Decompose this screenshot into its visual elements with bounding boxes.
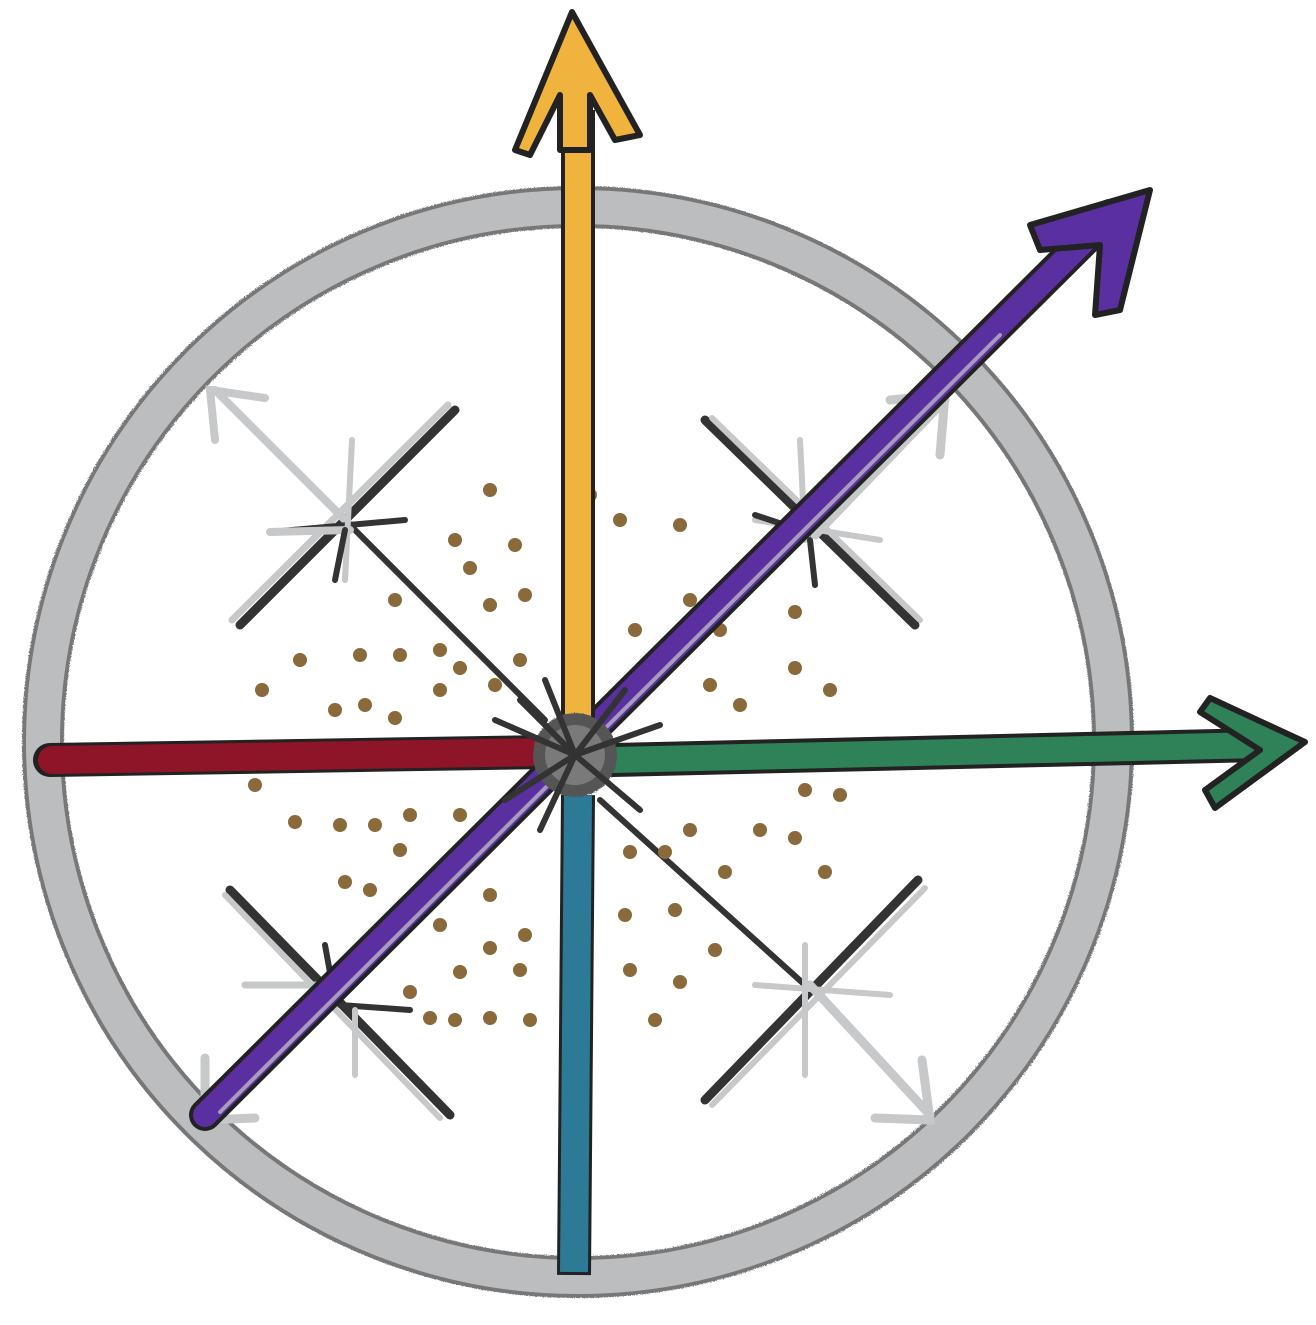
- dot: [293, 653, 307, 667]
- dot: [788, 661, 802, 675]
- dot: [483, 483, 497, 497]
- dot: [623, 845, 637, 859]
- dot: [618, 908, 632, 922]
- dot: [483, 888, 497, 902]
- dot: [823, 683, 837, 697]
- dot: [433, 918, 447, 932]
- dot: [255, 683, 269, 697]
- dot: [393, 843, 407, 857]
- up-arrowhead: [515, 12, 640, 155]
- left-bar-fill: [52, 752, 546, 760]
- dot: [363, 883, 377, 897]
- dot: [753, 823, 767, 837]
- dot: [708, 943, 722, 957]
- dot: [668, 903, 682, 917]
- dot: [368, 818, 382, 832]
- dot: [513, 653, 527, 667]
- dot: [483, 598, 497, 612]
- dot: [333, 818, 347, 832]
- dot: [433, 643, 447, 657]
- silver-line: [270, 530, 350, 532]
- dot: [733, 698, 747, 712]
- left-bar: [50, 752, 548, 760]
- dot: [448, 1013, 462, 1027]
- dot: [403, 985, 417, 999]
- down-bar: [574, 795, 578, 1275]
- right-arrow-icon: [612, 698, 1305, 808]
- diagonal-arrow-shaft: [205, 215, 1110, 1115]
- dark-line: [600, 800, 805, 985]
- dot: [358, 698, 372, 712]
- dot: [798, 783, 812, 797]
- dot: [513, 963, 527, 977]
- dot: [463, 561, 477, 575]
- down-bar-fill: [574, 795, 578, 1272]
- dot: [788, 831, 802, 845]
- star-burst-lower-right: [600, 800, 930, 1120]
- star-burst-upper-left: [210, 390, 545, 720]
- dot: [448, 533, 462, 547]
- dot: [488, 678, 502, 692]
- dark-line: [810, 540, 815, 585]
- dot: [523, 1013, 537, 1027]
- dot: [453, 808, 467, 822]
- dot: [818, 865, 832, 879]
- dot: [508, 538, 522, 552]
- dot: [718, 865, 732, 879]
- up-arrow-icon: [515, 12, 640, 728]
- dot: [248, 778, 262, 792]
- dot: [683, 593, 697, 607]
- dot: [623, 963, 637, 977]
- dot: [288, 815, 302, 829]
- silver-line: [345, 440, 352, 580]
- dot: [518, 588, 532, 602]
- dot: [453, 661, 467, 675]
- dot: [673, 518, 687, 532]
- dot: [433, 683, 447, 697]
- dot: [673, 975, 687, 989]
- dot: [453, 965, 467, 979]
- dot: [338, 875, 352, 889]
- right-arrow-shaft: [614, 745, 1260, 760]
- dot: [518, 928, 532, 942]
- dot: [403, 808, 417, 822]
- dot: [613, 513, 627, 527]
- silver-arrow-icon: [215, 390, 350, 525]
- silver-arrow-icon: [810, 985, 930, 1115]
- dot: [683, 823, 697, 837]
- dot: [423, 1011, 437, 1025]
- dot: [353, 648, 367, 662]
- dark-line: [350, 525, 545, 720]
- dot: [703, 678, 717, 692]
- dot: [483, 941, 497, 955]
- dot: [328, 703, 342, 717]
- dot: [483, 1011, 497, 1025]
- dot: [388, 593, 402, 607]
- dot: [788, 605, 802, 619]
- dot: [658, 845, 672, 859]
- dot: [393, 648, 407, 662]
- dot: [628, 623, 642, 637]
- dot: [388, 711, 402, 725]
- dot: [833, 788, 847, 802]
- dot: [648, 1013, 662, 1027]
